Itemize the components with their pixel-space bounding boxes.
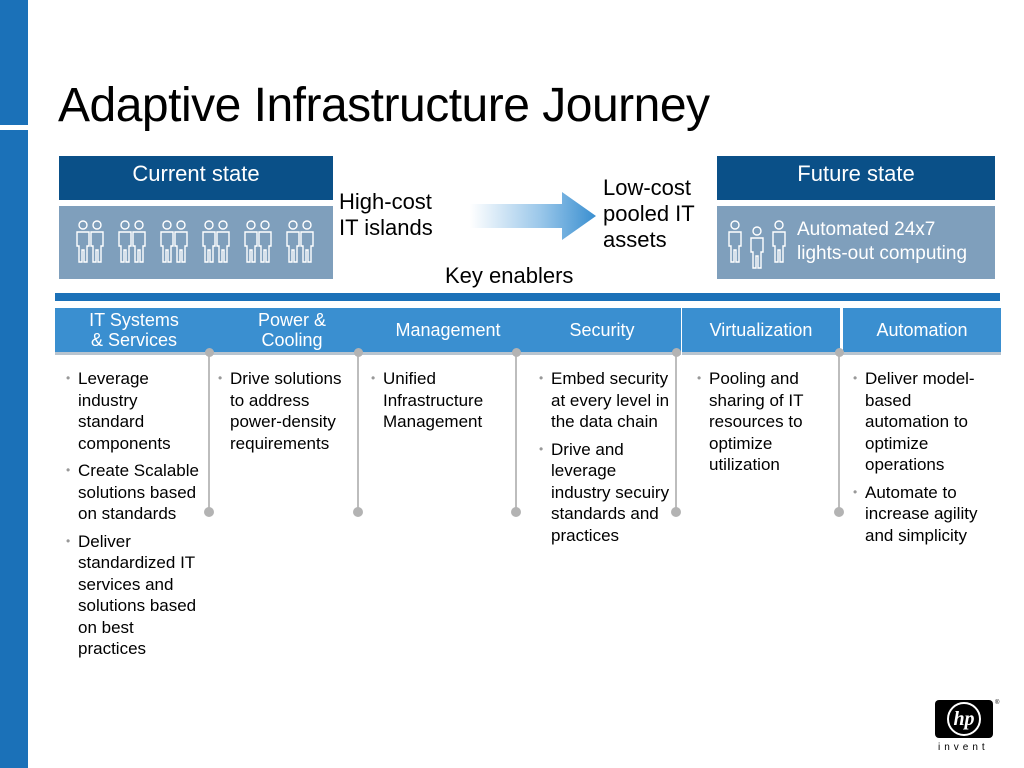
from-label-line2: IT islands (339, 215, 433, 240)
person-pair-icon (73, 218, 107, 266)
enabler-bullet-list: Deliver model-based automation to optimi… (850, 368, 1000, 552)
person-pair-icon (157, 218, 191, 266)
enabler-header-shadow (843, 352, 1001, 355)
enabler-bullet: Deliver standardized IT services and sol… (63, 531, 203, 660)
enabler-header: Power &Cooling (213, 308, 371, 352)
from-label-line1: High-cost (339, 189, 432, 214)
enabler-bullet: Pooling and sharing of IT resources to o… (694, 368, 834, 476)
enabler-bullet: Create Scalable solutions based on stand… (63, 460, 203, 525)
enabler-header: Management (369, 308, 527, 352)
enabler-bullet-list: Leverage industry standard componentsCre… (63, 368, 203, 666)
enabler-header-line2: & Services (90, 330, 178, 350)
enabler-header: Security (523, 308, 681, 352)
column-separator-top-dot (204, 348, 214, 357)
future-state-description: Automated 24x7 lights-out computing (797, 218, 967, 266)
enabler-header-shadow (369, 352, 527, 355)
side-accent-bar (0, 0, 28, 768)
person-icon (747, 224, 767, 272)
person-pair-icon (115, 218, 149, 266)
column-separator-line (208, 350, 210, 512)
enabler-bullet-list: Drive solutions to address power-density… (215, 368, 355, 460)
to-label: Low-cost pooled IT assets (603, 175, 695, 253)
enabler-header: IT Systems& Services (55, 308, 213, 352)
transition-arrow-icon (470, 192, 596, 240)
enabler-bullet: Automate to increase agility and simplic… (850, 482, 1000, 547)
enabler-header-shadow (523, 352, 681, 355)
enabler-bullet-list: Unified Infrastructure Management (368, 368, 508, 439)
column-separator-line (675, 350, 677, 512)
hp-logo: hp (935, 700, 993, 740)
column-separator-top-dot (511, 348, 521, 357)
enabler-header-shadow (682, 352, 840, 355)
side-accent-notch (0, 125, 28, 130)
enabler-bullet-list: Embed security at every level in the dat… (536, 368, 676, 552)
column-separator-dot (834, 507, 844, 517)
column-separator-dot (353, 507, 363, 517)
person-pair-icon (283, 218, 317, 266)
hp-logo-registered: ® (995, 700, 1000, 706)
enabler-header-line1: IT Systems (89, 310, 179, 330)
enabler-bullet: Drive solutions to address power-density… (215, 368, 355, 454)
enabler-header: Virtualization (682, 308, 840, 352)
hp-logo-mark: hp (947, 702, 981, 736)
enabler-bullet: Leverage industry standard components (63, 368, 203, 454)
future-state-text-line1: Automated 24x7 (797, 219, 936, 240)
enabler-header-line1: Security (569, 320, 635, 340)
future-state-panel: Automated 24x7 lights-out computing (717, 206, 995, 279)
person-pair-icon (241, 218, 275, 266)
enabler-bullet: Drive and leverage industry secuiry stan… (536, 439, 676, 547)
slide-title: Adaptive Infrastructure Journey (58, 79, 710, 132)
enabler-bullet: Embed security at every level in the dat… (536, 368, 676, 433)
current-state-people (73, 218, 317, 266)
person-icon (725, 218, 745, 266)
future-state-people (725, 218, 789, 272)
column-separator-top-dot (353, 348, 363, 357)
column-separator-dot (671, 507, 681, 517)
current-state-header-label: Current state (132, 161, 260, 186)
enabler-bullet-list: Pooling and sharing of IT resources to o… (694, 368, 834, 482)
current-state-header: Current state (59, 156, 333, 200)
current-state-panel (59, 206, 333, 279)
column-separator-line (838, 350, 840, 512)
enabler-header-line1: Virtualization (709, 320, 813, 340)
enabler-header: Automation (843, 308, 1001, 352)
enabler-header-shadow (55, 352, 213, 355)
person-icon (769, 218, 789, 266)
section-divider (55, 293, 1000, 301)
column-separator-top-dot (671, 348, 681, 357)
to-label-line1: Low-cost (603, 175, 692, 200)
to-label-line3: assets (603, 227, 667, 252)
from-label: High-cost IT islands (339, 189, 433, 241)
future-state-header-label: Future state (797, 161, 915, 186)
hp-logo-tagline: invent (938, 742, 989, 753)
column-separator-top-dot (834, 348, 844, 357)
enabler-header-shadow (213, 352, 371, 355)
enabler-header-line1: Automation (876, 320, 968, 340)
enabler-header-line1: Power & (257, 310, 327, 330)
person-pair-icon (199, 218, 233, 266)
key-enablers-label: Key enablers (445, 263, 574, 288)
enabler-bullet: Deliver model-based automation to optimi… (850, 368, 1000, 476)
column-separator-line (357, 350, 359, 512)
enabler-header-line2: Cooling (261, 330, 323, 350)
to-label-line2: pooled IT (603, 201, 695, 226)
column-separator-dot (511, 507, 521, 517)
future-state-text-line2: lights-out computing (797, 243, 968, 264)
future-state-header: Future state (717, 156, 995, 200)
enabler-header-line1: Management (395, 320, 501, 340)
column-separator-line (515, 350, 517, 512)
column-separator-dot (204, 507, 214, 517)
enabler-bullet: Unified Infrastructure Management (368, 368, 508, 433)
